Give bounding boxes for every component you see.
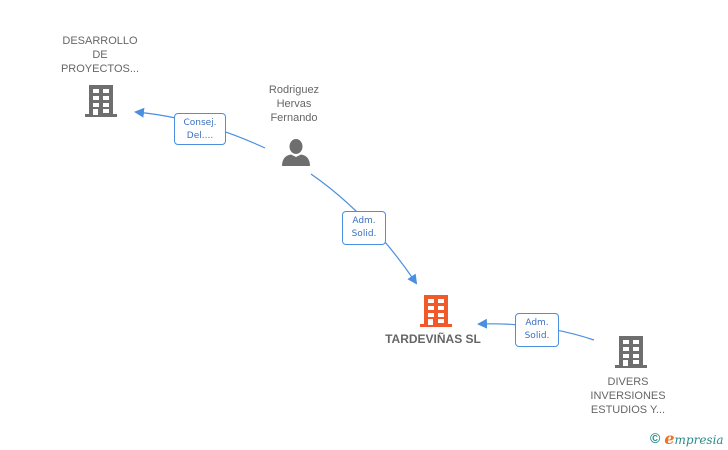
brand-name-initial: e <box>664 428 675 448</box>
node-label-tardevinas[interactable]: TARDEVIÑAS SL <box>376 332 490 346</box>
label-line: INVERSIONES <box>590 390 666 402</box>
edge-label-line: Del.... <box>186 131 214 141</box>
label-line: Rodriguez <box>268 84 320 96</box>
building-icon[interactable] <box>614 335 648 369</box>
node-label-divers[interactable]: DIVERS INVERSIONES ESTUDIOS Y... <box>578 375 678 417</box>
label-line: ESTUDIOS Y... <box>590 404 666 416</box>
label-line: DIVERS <box>607 376 649 388</box>
person-icon[interactable] <box>281 138 311 166</box>
node-label-desarrollo[interactable]: DESARROLLO DE PROYECTOS... <box>50 34 150 76</box>
label-line: PROYECTOS... <box>60 63 140 75</box>
building-icon-main[interactable] <box>419 294 453 328</box>
brand-name: empresia <box>664 429 723 448</box>
label-line: DESARROLLO <box>62 35 138 47</box>
label-line: Fernando <box>270 112 318 124</box>
edge-label-line: Consej. <box>183 118 217 128</box>
label-line: DE <box>92 49 108 61</box>
edge-label-line: Adm. <box>525 318 549 328</box>
brand-name-rest: mpresia <box>674 432 724 447</box>
edge-label-line: Solid. <box>351 229 377 239</box>
edge-label-line: Adm. <box>352 216 376 226</box>
label-line: Hervas <box>276 98 312 110</box>
building-icon[interactable] <box>84 84 118 118</box>
node-label-rodriguez[interactable]: Rodriguez Hervas Fernando <box>244 83 344 125</box>
copyright-icon: © <box>650 430 661 446</box>
edge-label-line: Solid. <box>524 331 550 341</box>
edge-label-consej[interactable]: Consej. Del.... <box>174 113 226 145</box>
label-line: TARDEVIÑAS SL <box>385 332 481 346</box>
edge-label-adm-solid-rodriguez[interactable]: Adm. Solid. <box>342 211 386 245</box>
brand-logo[interactable]: © empresia <box>650 428 724 448</box>
edge-label-adm-solid-divers[interactable]: Adm. Solid. <box>515 313 559 347</box>
